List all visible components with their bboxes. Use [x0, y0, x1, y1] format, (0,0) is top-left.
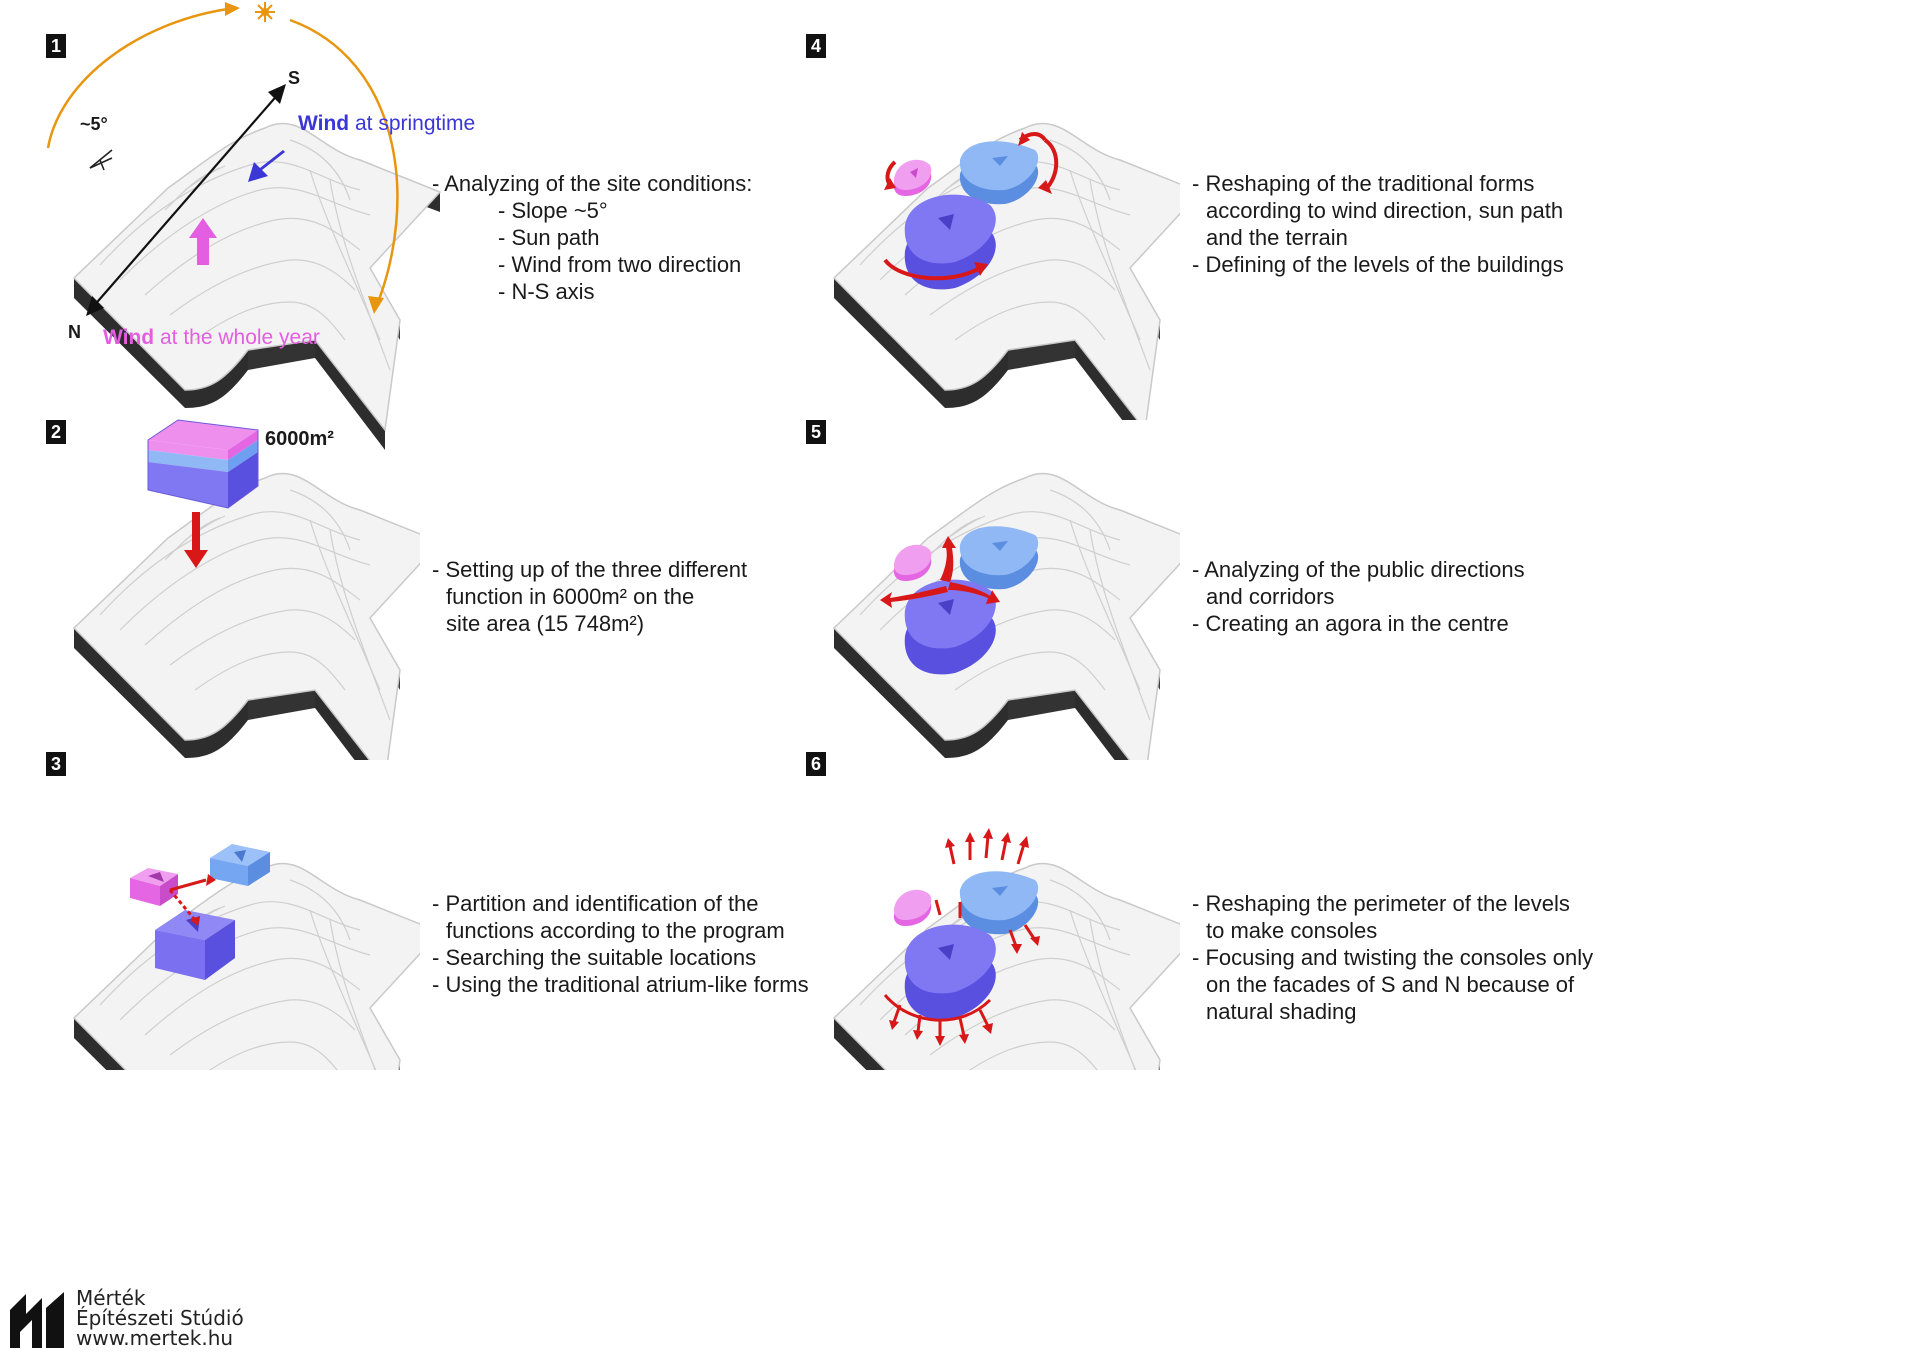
blue-building	[959, 871, 1039, 935]
step-number: 5	[806, 420, 826, 444]
magenta-building	[893, 889, 932, 926]
wind-spring-bold: Wind	[298, 112, 350, 135]
rotation-arrowheads	[884, 132, 1052, 276]
description-line: - Searching the suitable locations	[432, 945, 757, 970]
wind-spring-label: Wind at springtime	[298, 112, 475, 136]
description-line: - Wind from two direction	[498, 252, 742, 277]
slope-label: ~5°	[80, 114, 108, 134]
description-line: - Analyzing of the public directions	[1192, 557, 1525, 582]
description-line: function in 6000m² on the	[446, 584, 695, 609]
panel-4: 4 - Reshaping	[760, 0, 1720, 450]
agora-arrows	[880, 536, 1000, 608]
step-number: 3	[46, 752, 66, 776]
description-line: and corridors	[1206, 584, 1335, 609]
site-diagram	[73, 419, 420, 760]
step-description: - Partition and identification of the fu…	[432, 890, 809, 998]
magenta-atrium-block	[130, 868, 178, 906]
logo-text: Mérték Építészeti Stúdió www.mertek.hu	[76, 1288, 244, 1348]
wind-year-label: Wind at the whole year	[103, 326, 320, 350]
description-line: to make consoles	[1206, 918, 1378, 943]
site-diagram	[833, 828, 1180, 1070]
step-number: 1	[46, 34, 66, 58]
studio-logo: Mérték Építészeti Stúdió www.mertek.hu	[8, 1288, 268, 1354]
step-number: 4	[806, 34, 826, 58]
relation-arrows	[168, 874, 216, 926]
description-line: - Slope ~5°	[498, 198, 608, 223]
blue-building	[959, 526, 1039, 590]
panel-5: 5 - Analyzing of the public directions a…	[760, 400, 1720, 850]
description-line: and the terrain	[1206, 225, 1348, 250]
sun-path-arc	[289, 18, 399, 311]
panel-6: 6	[760, 740, 1720, 1190]
wind-year-bold: Wind	[103, 326, 155, 349]
description-line: - Creating an agora in the centre	[1192, 611, 1509, 636]
step-description: - Analyzing of the public directions and…	[1192, 556, 1525, 637]
panel-1: 1 ~5° S N Wind at springtime Wind at th	[0, 0, 960, 450]
north-label: N	[68, 322, 81, 342]
description-line: - Sun path	[498, 225, 600, 250]
description-line: - Focusing and twisting the consoles onl…	[1192, 945, 1594, 970]
site-diagram	[73, 844, 420, 1070]
description-line: natural shading	[1206, 999, 1357, 1024]
magenta-building	[893, 544, 932, 581]
program-volume	[147, 419, 259, 509]
placement-arrow-icon	[184, 512, 208, 568]
step-description: - Reshaping of the traditional forms acc…	[1192, 170, 1564, 278]
step-description: - Analyzing of the site conditions: - Sl…	[432, 170, 752, 305]
wind-year-arrow-icon	[189, 218, 217, 265]
description-line: - Analyzing of the site conditions:	[432, 171, 753, 196]
description-line: site area (15 748m²)	[446, 611, 645, 636]
description-line: - N-S axis	[498, 279, 595, 304]
wind-spring-arrow-icon	[248, 150, 285, 182]
description-line: according to wind direction, sun path	[1206, 198, 1564, 223]
step-number: 6	[806, 752, 826, 776]
blue-building	[959, 141, 1039, 205]
step-description: - Setting up of the three different func…	[432, 556, 747, 637]
description-line: - Reshaping the perimeter of the levels	[1192, 891, 1570, 916]
step-description: - Reshaping the perimeter of the levels …	[1192, 890, 1593, 1025]
site-diagram	[46, 2, 441, 450]
logo-line: www.mertek.hu	[76, 1326, 234, 1350]
panel-2: 2 6000m² - Setting up of the three diffe…	[0, 400, 960, 850]
description-line: - Defining of the levels of the building…	[1192, 252, 1564, 277]
violet-building	[904, 579, 996, 675]
wind-year-text: at the whole year	[154, 326, 320, 349]
logo-line: Építészeti Stúdió	[76, 1306, 244, 1330]
description-line: on the facades of S and N because of	[1206, 972, 1575, 997]
magenta-building	[893, 159, 932, 196]
north-south-axis	[91, 91, 281, 309]
description-line: - Reshaping of the traditional forms	[1192, 171, 1535, 196]
console-arrows	[883, 835, 1037, 1038]
area-label: 6000m²	[265, 428, 334, 450]
description-line: - Setting up of the three different	[432, 557, 748, 582]
blue-atrium-block	[210, 844, 270, 886]
slope-icon	[89, 149, 113, 171]
south-label: S	[288, 68, 301, 88]
violet-atrium-block	[155, 910, 235, 980]
wind-spring-text: at springtime	[349, 112, 476, 135]
sun-icon	[255, 2, 275, 22]
sun-path-arc	[46, 6, 236, 149]
logo-line: Mérték	[76, 1286, 146, 1310]
site-diagram	[833, 472, 1180, 760]
description-line: - Partition and identification of the	[432, 891, 759, 916]
description-line: - Using the traditional atrium-like form…	[432, 972, 809, 997]
site-diagram	[833, 122, 1180, 420]
panel-3: 3 - Partition and identificati	[0, 740, 960, 1190]
step-number: 2	[46, 420, 66, 444]
logo-mark-icon	[10, 1292, 64, 1348]
console-arrowheads	[889, 828, 1040, 1046]
violet-building	[904, 924, 996, 1020]
description-line: functions according to the program	[446, 918, 785, 943]
